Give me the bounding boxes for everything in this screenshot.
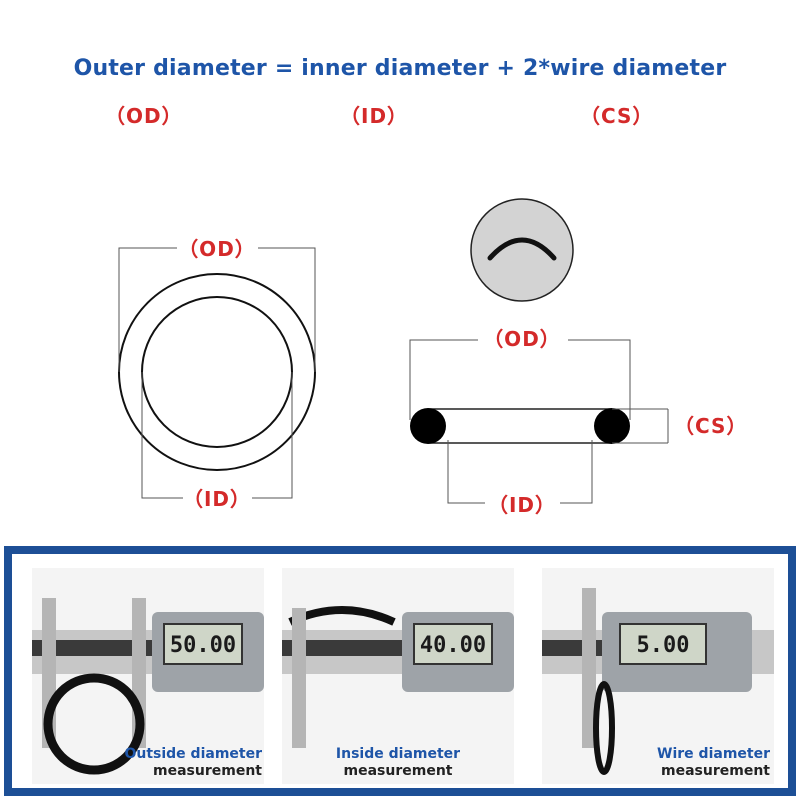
caliper-scale — [282, 640, 402, 656]
section-od-line-right — [568, 339, 631, 420]
id-dimension-line-right — [252, 372, 293, 499]
caliper-fixed-jaw — [582, 588, 596, 748]
left-id-label: （ID） — [183, 487, 251, 511]
wire-arc — [487, 237, 557, 261]
od-dimension-line-left — [118, 247, 177, 372]
section-right-wire — [594, 408, 630, 444]
inner-circle — [141, 296, 293, 448]
od-abbreviation: （OD） — [105, 104, 183, 128]
section-left-wire — [410, 408, 446, 444]
caliper-fixed-jaw — [292, 608, 306, 748]
measurement-panel-inner: 50.00 Outside diameter measurement 40.00… — [12, 554, 788, 788]
oring-dimension-diagram: （OD） （ID） （OD） （ID） （CS） — [118, 198, 747, 517]
inside-diameter-photo: 40.00 Inside diameter measurement — [282, 568, 514, 784]
right-id-label: （ID） — [488, 493, 556, 517]
outside-caption: Outside diameter measurement — [32, 746, 264, 780]
od-dimension-line-right — [258, 247, 316, 372]
wire-caption-line1: Wire diameter — [657, 746, 770, 762]
inside-caption-line2: measurement — [343, 763, 453, 779]
oring-sample-edge — [593, 681, 615, 775]
outside-caption-line2: measurement — [153, 763, 262, 779]
caliper-scale — [32, 640, 152, 656]
measurement-panel: 50.00 Outside diameter measurement 40.00… — [4, 546, 796, 796]
section-od-line-left — [409, 339, 478, 420]
wire-caption-line2: measurement — [661, 763, 770, 779]
caliper-lcd — [163, 623, 243, 665]
oring-sample — [43, 673, 145, 775]
inside-caption-line1: Inside diameter — [335, 746, 461, 762]
left-od-label: （OD） — [178, 237, 256, 261]
right-cs-label: （CS） — [674, 414, 747, 438]
caliper-outside-illustration: 50.00 — [32, 598, 264, 775]
outside-diameter-photo: 50.00 Outside diameter measurement — [32, 568, 264, 784]
caliper-wire-illustration: 5.00 — [542, 588, 774, 775]
id-dimension-line-left — [141, 372, 183, 499]
caliper-inside-illustration: 40.00 — [282, 606, 514, 748]
outside-caption-line1: Outside diameter — [124, 746, 262, 762]
inside-caption: Inside diameter measurement — [282, 746, 514, 780]
caliper-lcd — [413, 623, 493, 665]
wire-caption: Wire diameter measurement — [542, 746, 774, 780]
outside-reading: 50.00 — [170, 633, 236, 658]
cs-abbreviation: （CS） — [580, 104, 654, 128]
outer-circle — [118, 273, 316, 471]
section-id-line-left — [447, 440, 485, 504]
id-abbreviation: （ID） — [340, 104, 409, 128]
formula-title: Outer diameter = inner diameter + 2*wire… — [73, 56, 727, 81]
oring-cross-section: （OD） （ID） （CS） — [409, 198, 747, 517]
wire-diameter-photo: 5.00 Wire diameter measurement — [542, 568, 774, 784]
caliper-lcd — [619, 623, 707, 665]
magnified-wire-circle — [470, 198, 574, 302]
inside-reading: 40.00 — [420, 633, 486, 658]
oring-top-view: （OD） （ID） — [118, 237, 316, 511]
wire-reading: 5.00 — [637, 633, 690, 658]
section-id-line-right — [560, 440, 593, 504]
right-od-label: （OD） — [483, 327, 561, 351]
